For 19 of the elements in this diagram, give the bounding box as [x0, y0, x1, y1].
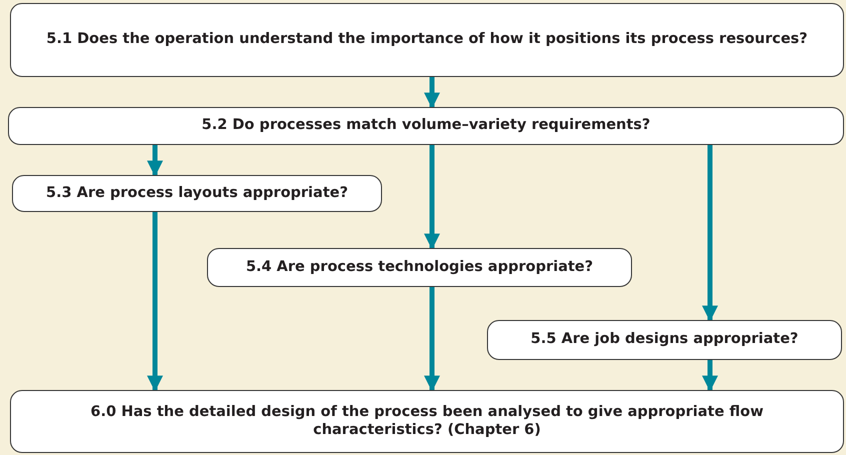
- arrow: [424, 287, 440, 392]
- question-box: [207, 248, 632, 287]
- arrow: [424, 145, 440, 250]
- question-box: [10, 390, 844, 453]
- question-text: 5.3 Are process layouts appropriate?: [46, 184, 348, 202]
- question-text: 5.1 Does the operation understand the importance of how it positions its process resources?: [46, 31, 808, 49]
- arrow: [424, 77, 440, 109]
- arrow: [147, 145, 163, 177]
- question-text: 5.5 Are job designs appropriate?: [530, 331, 798, 349]
- question-text: 5.2 Do processes match volume–variety requirements?: [202, 117, 650, 135]
- arrow: [702, 360, 718, 392]
- question-box: [487, 320, 842, 360]
- question-text: 5.4 Are process technologies appropriate?: [246, 258, 594, 276]
- question-box: [10, 3, 844, 77]
- question-box: [8, 107, 844, 145]
- question-text: 6.0 Has the detailed design of the process been analysed to give appropriate flow characteristics? (Chapter 6): [90, 404, 764, 439]
- question-box: [12, 175, 382, 212]
- arrow: [147, 212, 163, 392]
- arrow: [702, 145, 718, 322]
